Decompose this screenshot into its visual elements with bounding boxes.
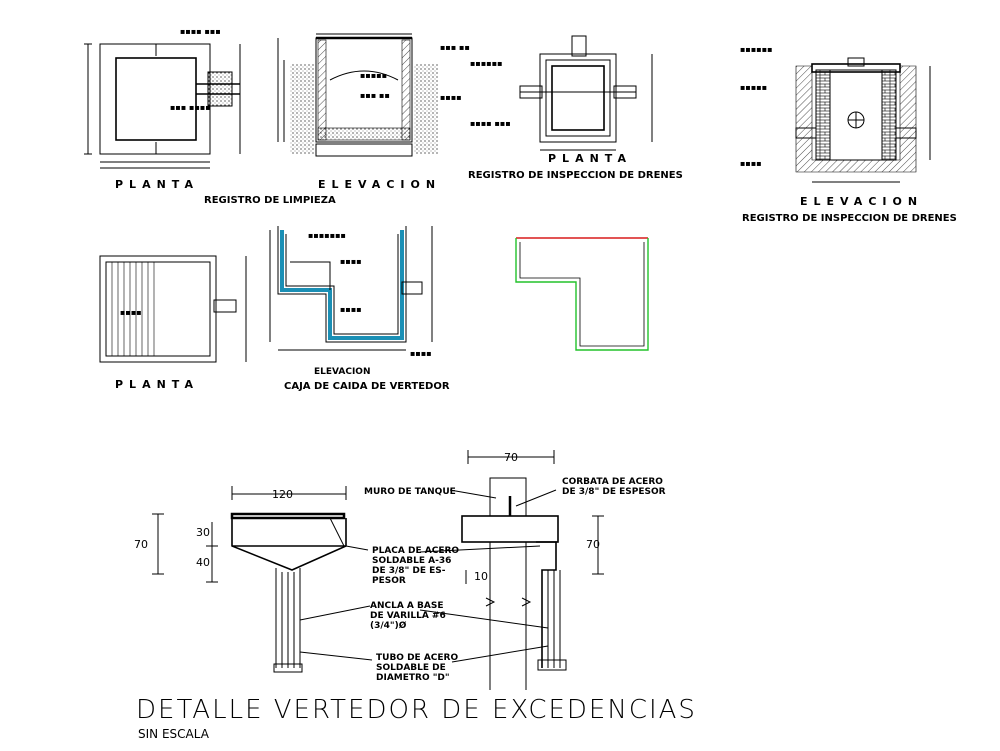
label-placa-4: PESOR [372, 576, 406, 586]
registro-limpieza-elevacion: ▪▪▪▪▪ ▪▪▪ ▪▪ ▪▪▪ ▪▪ ▪▪▪▪ ELEVACION [277, 33, 470, 191]
dim-step-lower: 40 [196, 556, 210, 569]
dim-step-upper: 30 [196, 526, 210, 539]
registro-drenes-title-2: REGISTRO DE INSPECCION DE DRENES [742, 213, 957, 224]
svg-text:▪▪▪ ▪▪: ▪▪▪ ▪▪ [440, 43, 470, 52]
label-tubo-2: SOLDABLE DE [376, 663, 446, 673]
colored-l-sketch [515, 237, 649, 351]
svg-text:▪▪▪ ▪▪: ▪▪▪ ▪▪ [360, 91, 390, 100]
registro-limpieza-planta: ▪▪▪▪ ▪▪▪ ▪▪▪ ▪▪▪▪ PLANTA [84, 27, 241, 191]
label-corbata-2: DE 3/8" DE ESPESOR [562, 487, 666, 497]
label-ancla-3: (3/4")Ø [370, 620, 407, 631]
svg-text:▪▪▪▪: ▪▪▪▪ [740, 159, 762, 168]
label-placa-1: PLACA DE ACERO [372, 546, 459, 556]
svg-text:▪▪▪▪▪▪: ▪▪▪▪▪▪ [470, 59, 503, 68]
caja-caida-title: CAJA DE CAIDA DE VERTEDOR [284, 381, 450, 392]
svg-text:▪▪▪▪▪▪▪: ▪▪▪▪▪▪▪ [308, 231, 346, 240]
svg-text:▪▪▪▪: ▪▪▪▪ [120, 308, 142, 317]
dim-left-width: 120 [272, 488, 293, 501]
label-placa-2: SOLDABLE A-36 [372, 556, 451, 566]
dim-right-height: 70 [586, 538, 600, 551]
registro-limpieza-title: REGISTRO DE LIMPIEZA [204, 195, 336, 206]
dim-gap: 10 [474, 570, 488, 583]
registro-drenes-elevacion: ▪▪▪▪▪▪ ▪▪▪▪▪ ▪▪▪▪ ELEVACION [740, 45, 931, 208]
svg-text:▪▪▪▪ ▪▪▪: ▪▪▪▪ ▪▪▪ [180, 27, 221, 36]
label-tubo-3: DIAMETRO "D" [376, 673, 450, 683]
detail-subtitle: SIN ESCALA [138, 727, 210, 741]
svg-text:▪▪▪▪▪▪: ▪▪▪▪▪▪ [740, 45, 773, 54]
svg-text:▪▪▪▪▪: ▪▪▪▪▪ [360, 71, 387, 80]
caja-planta-label: PLANTA [115, 378, 199, 391]
limpieza-planta-label: PLANTA [115, 178, 199, 191]
limpieza-elevacion-label: ELEVACION [318, 178, 441, 191]
label-placa-3: DE 3/8" DE ES- [372, 566, 446, 576]
label-muro: MURO DE TANQUE [364, 487, 456, 497]
svg-text:▪▪▪▪ ▪▪▪: ▪▪▪▪ ▪▪▪ [470, 119, 511, 128]
detail-title: DETALLE VERTEDOR DE EXCEDENCIAS [136, 695, 697, 725]
svg-text:▪▪▪▪: ▪▪▪▪ [340, 257, 362, 266]
vertedor-detail: 70 120 70 30 40 70 10 MURO DE TANQUE COR… [134, 450, 666, 690]
dim-top-width: 70 [504, 451, 518, 464]
label-ancla-2: DE VARILLA #6 [370, 611, 446, 621]
dim-left-height: 70 [134, 538, 148, 551]
svg-text:▪▪▪▪: ▪▪▪▪ [440, 93, 462, 102]
drenes-planta-label: PLANTA [548, 152, 632, 165]
label-corbata-1: CORBATA DE ACERO [562, 477, 663, 487]
svg-text:▪▪▪▪: ▪▪▪▪ [340, 305, 362, 314]
svg-text:▪▪▪▪▪: ▪▪▪▪▪ [740, 83, 767, 92]
registro-drenes-title-1: REGISTRO DE INSPECCION DE DRENES [468, 170, 683, 181]
drenes-elevacion-label: ELEVACION [800, 195, 923, 208]
svg-text:▪▪▪▪: ▪▪▪▪ [410, 349, 432, 358]
label-tubo-1: TUBO DE ACERO [376, 653, 458, 663]
caja-caida-planta: ▪▪▪▪ PLANTA [99, 255, 247, 391]
label-ancla-1: ANCLA A BASE [370, 601, 444, 611]
caja-elevacion-label: ELEVACION [314, 367, 371, 377]
caja-caida-elevacion: ▪▪▪▪▪▪▪ ▪▪▪▪ ▪▪▪▪ ▪▪▪▪ ELEVACION [269, 226, 433, 377]
registro-drenes-planta: ▪▪▪▪▪▪ ▪▪▪▪ ▪▪▪ PLANTA [470, 35, 653, 165]
svg-text:▪▪▪ ▪▪▪▪: ▪▪▪ ▪▪▪▪ [170, 103, 211, 112]
